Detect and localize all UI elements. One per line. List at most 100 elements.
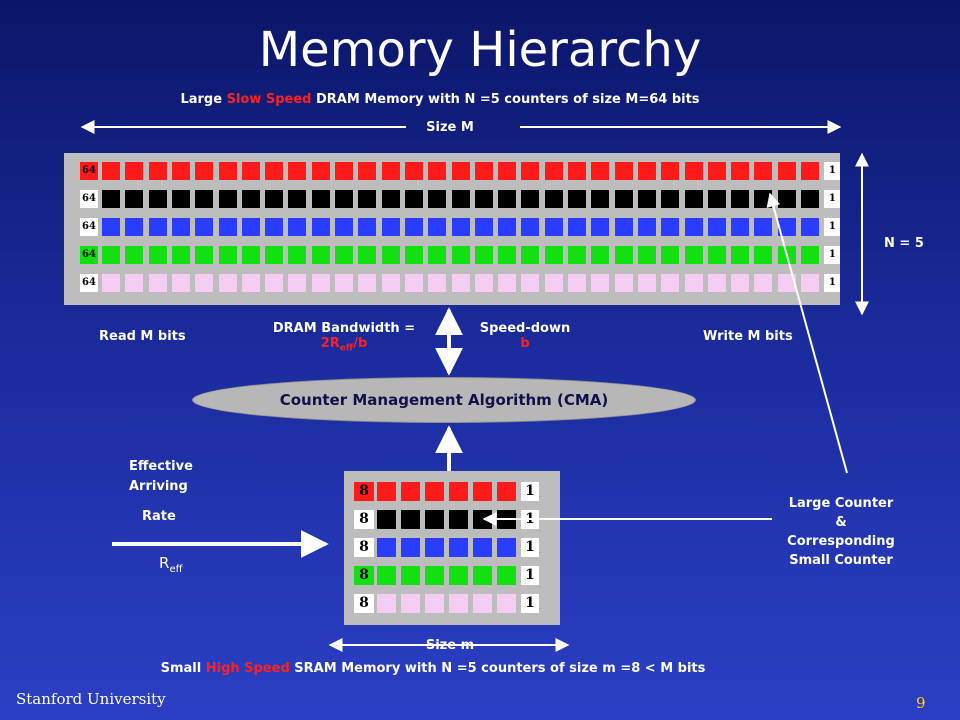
memory-cell [731, 190, 750, 208]
memory-cell [754, 218, 773, 236]
memory-cell [497, 482, 516, 501]
memory-cell [777, 190, 796, 208]
row-pink-left-label: 8 [354, 594, 374, 613]
row-pink-right-label: 1 [521, 594, 539, 613]
sram-caption-highlight: High Speed [205, 661, 290, 676]
memory-cell [401, 566, 420, 585]
memory-cell [473, 594, 492, 613]
arriving-text: Arriving [129, 479, 188, 494]
dram-caption-highlight: Slow Speed [226, 92, 312, 107]
memory-cell [195, 162, 214, 180]
memory-cell [544, 274, 563, 292]
memory-cell [428, 218, 447, 236]
bandwidth-line1: DRAM Bandwidth = [272, 321, 416, 336]
memory-cell [241, 190, 260, 208]
memory-cell [661, 190, 680, 208]
memory-cell [451, 246, 470, 264]
row-blue-right-label: 1 [521, 538, 539, 557]
read-label: Read M bits [99, 329, 186, 344]
memory-cell [377, 510, 396, 529]
page-title: Memory Hierarchy [258, 22, 702, 78]
memory-cell [218, 218, 237, 236]
row-green-left-label: 64 [80, 246, 98, 264]
effective-text: Effective [129, 459, 193, 474]
effective-rate-label: Effective Arriving Rate [129, 457, 193, 527]
memory-cell [474, 190, 493, 208]
memory-cell [473, 482, 492, 501]
memory-cell [801, 246, 819, 264]
memory-cell [498, 274, 517, 292]
memory-cell [102, 274, 120, 292]
memory-cell [311, 274, 330, 292]
memory-cell [521, 190, 540, 208]
memory-cell [335, 218, 353, 236]
memory-cell [451, 190, 470, 208]
memory-cell [801, 190, 819, 208]
memory-cell [591, 218, 610, 236]
memory-cell [707, 162, 726, 180]
memory-cell [614, 190, 633, 208]
memory-cell [148, 190, 167, 208]
memory-cell [288, 162, 307, 180]
row-blue-left-label: 64 [80, 218, 98, 236]
memory-cell [425, 538, 444, 557]
row-black-left-label: 8 [354, 510, 374, 529]
speeddown-line1: Speed-down [479, 321, 571, 336]
memory-cell [544, 162, 563, 180]
memory-cell [288, 246, 307, 264]
memory-cell [707, 246, 726, 264]
reff-sub: eff [169, 564, 183, 575]
large-counter-line2: & [835, 515, 847, 530]
memory-cell [358, 162, 377, 180]
memory-cell [404, 162, 423, 180]
sram-caption-suffix: SRAM Memory with N =5 counters of size m… [289, 661, 706, 676]
memory-cell [404, 274, 423, 292]
memory-cell [451, 274, 470, 292]
memory-cell [731, 162, 750, 180]
memory-cell [591, 274, 610, 292]
memory-cell [614, 218, 633, 236]
memory-cell [195, 190, 214, 208]
memory-cell [731, 246, 750, 264]
memory-cell [377, 538, 396, 557]
memory-cell [614, 162, 633, 180]
row-red-right-label: 1 [521, 482, 539, 501]
memory-cell [684, 190, 703, 208]
large-counter-line1: Large Counter [788, 496, 894, 511]
memory-cell [148, 246, 167, 264]
row-pink-left-label: 64 [80, 274, 98, 292]
large-counter-arrow [766, 192, 848, 474]
bandwidth-label: DRAM Bandwidth = 2Reff/b [256, 321, 432, 354]
memory-cell [125, 218, 144, 236]
memory-cell [449, 594, 468, 613]
memory-cell [521, 274, 540, 292]
memory-cell [358, 218, 377, 236]
memory-cell [311, 162, 330, 180]
memory-cell [428, 190, 447, 208]
memory-cell [451, 218, 470, 236]
page-number: 9 [916, 694, 926, 712]
memory-cell [311, 190, 330, 208]
memory-cell [335, 274, 353, 292]
speeddown-line2: b [520, 336, 530, 351]
memory-cell [288, 218, 307, 236]
size-m-label: Size M [426, 120, 474, 135]
rate-text: Rate [142, 509, 176, 524]
memory-cell [661, 162, 680, 180]
memory-cell [684, 218, 703, 236]
memory-cell [335, 246, 353, 264]
memory-cell [171, 162, 190, 180]
large-counter-label: Large Counter & Corresponding Small Coun… [770, 494, 912, 570]
memory-cell [381, 162, 400, 180]
institution-footer: Stanford University [16, 690, 166, 708]
memory-cell [521, 162, 540, 180]
dram-caption-suffix: DRAM Memory with N =5 counters of size M… [311, 92, 700, 107]
cma-ellipse: Counter Management Algorithm (CMA) [192, 377, 696, 423]
memory-cell [358, 246, 377, 264]
memory-cell [125, 162, 144, 180]
memory-cell [637, 162, 656, 180]
memory-cell [568, 274, 586, 292]
memory-cell [754, 162, 773, 180]
